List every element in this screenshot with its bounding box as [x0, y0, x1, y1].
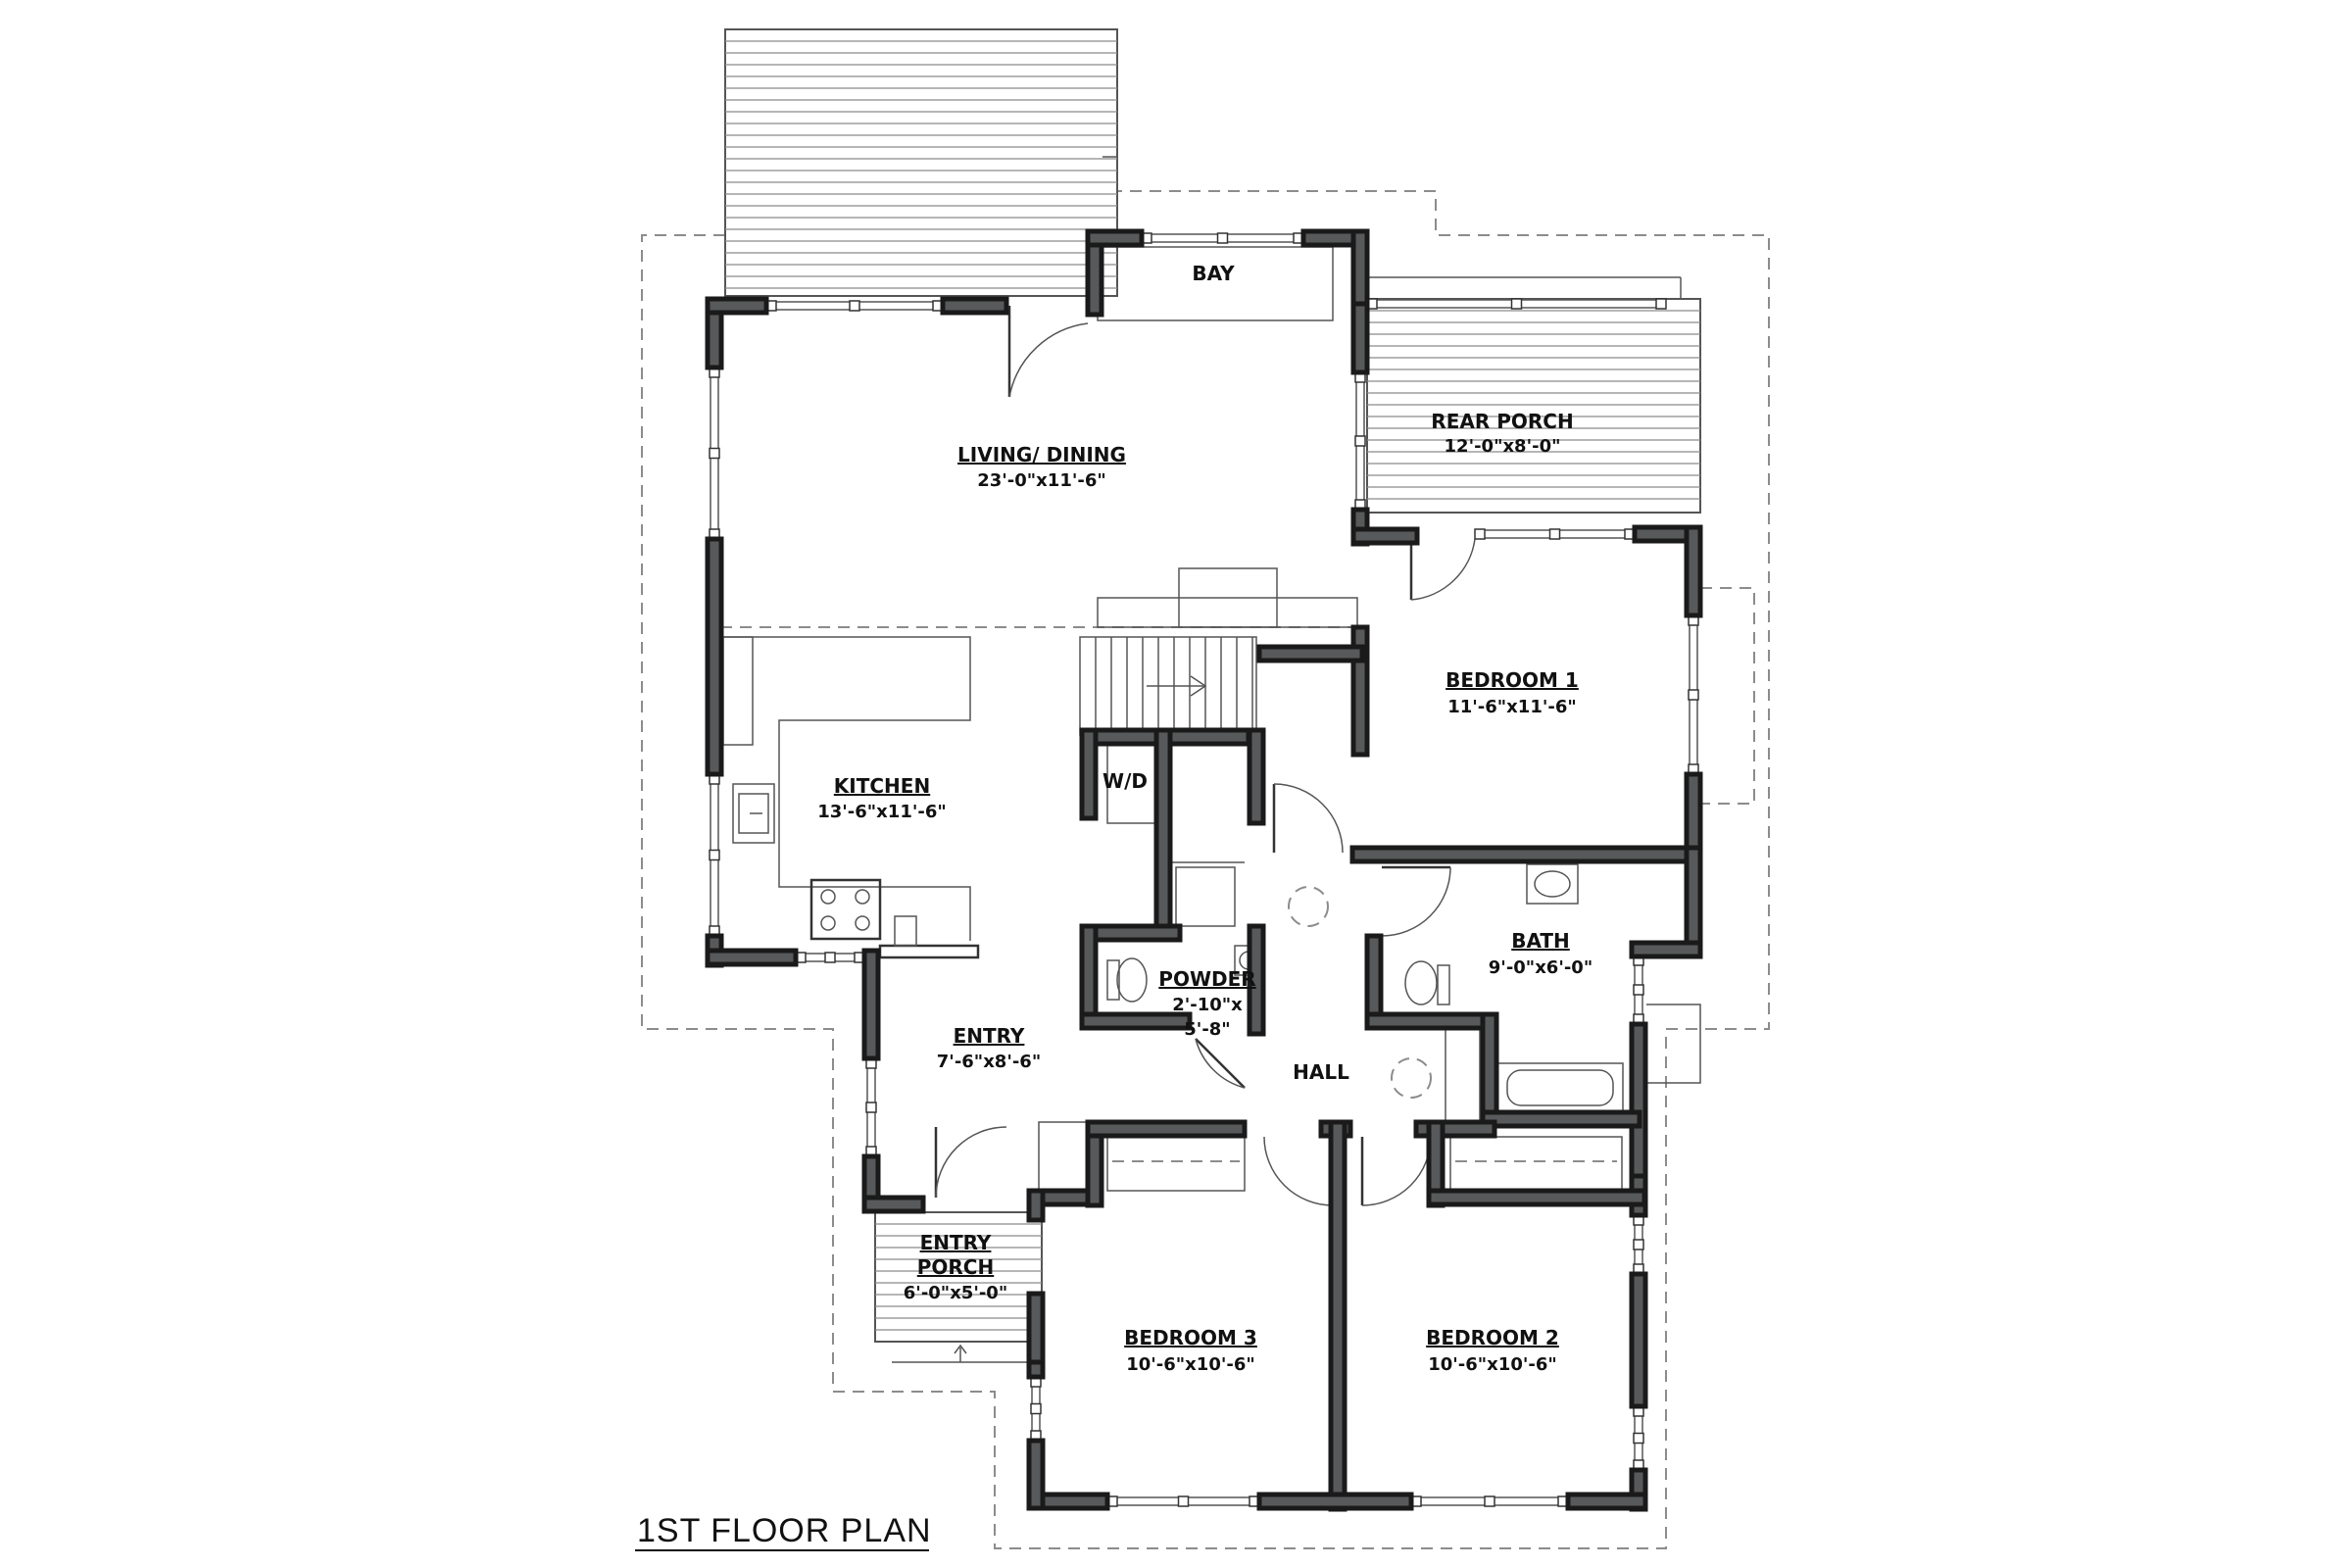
window-mullion — [1510, 298, 1523, 310]
walls — [705, 228, 1703, 1512]
label-living-dining: LIVING/ DINING — [957, 443, 1126, 466]
window-mullion — [1688, 689, 1699, 701]
entry-porch-deck — [874, 1211, 1043, 1363]
label-entry-porch-line1: ENTRY — [920, 1231, 992, 1254]
rear-porch-deck — [1366, 276, 1701, 514]
window-mullion — [1633, 984, 1644, 996]
upper-deck — [724, 28, 1118, 297]
dims-entry-porch: 6'-0"x5'-0" — [904, 1283, 1007, 1303]
label-entry: ENTRY — [954, 1024, 1025, 1048]
label-bedroom-3: BEDROOM 3 — [1124, 1326, 1257, 1349]
window-mullion — [1655, 298, 1667, 310]
label-hall: HALL — [1293, 1060, 1349, 1084]
dims-kitchen: 13'-6"x11'-6" — [817, 802, 946, 822]
window-mullion — [865, 1102, 877, 1113]
dims-bedroom-1: 11'-6"x11'-6" — [1447, 697, 1576, 717]
dims-bedroom-3: 10'-6"x10'-6" — [1126, 1354, 1254, 1375]
dims-powder-line1: 2'-10"x — [1172, 995, 1243, 1015]
room-labels: BAY REAR PORCH 12'-0"x8'-0" LIVING/ DINI… — [817, 262, 1592, 1375]
window-mullion — [1354, 435, 1366, 447]
window-mullion — [709, 447, 720, 460]
dims-rear-porch: 12'-0"x8'-0" — [1445, 436, 1561, 457]
window-mullion — [1177, 1495, 1190, 1507]
window-mullion — [1030, 1402, 1042, 1415]
plan-title: 1ST FLOOR PLAN — [637, 1512, 932, 1549]
window-mullion — [849, 300, 860, 312]
window-mullion — [1484, 1495, 1495, 1507]
label-entry-porch-line2: PORCH — [917, 1255, 994, 1279]
window-mullion — [824, 952, 836, 963]
dims-powder-line2: 5'-8" — [1184, 1019, 1230, 1040]
window-mullion — [1548, 528, 1561, 540]
label-bedroom-2: BEDROOM 2 — [1426, 1326, 1559, 1349]
dims-bath: 9'-0"x6'-0" — [1489, 957, 1592, 978]
label-kitchen: KITCHEN — [834, 774, 930, 798]
interior-fixtures — [720, 156, 1755, 1362]
window-mullion — [1633, 1239, 1644, 1250]
roof-overhang-outline — [641, 157, 1770, 1549]
label-bath: BATH — [1511, 929, 1570, 953]
label-wd: W/D — [1102, 769, 1148, 793]
dims-bedroom-2: 10'-6"x10'-6" — [1428, 1354, 1556, 1375]
window-mullion — [1216, 232, 1229, 244]
label-bedroom-1: BEDROOM 1 — [1446, 668, 1579, 692]
label-powder: POWDER — [1158, 967, 1255, 991]
window-mullion — [709, 849, 720, 861]
window-mullion — [1633, 1432, 1644, 1445]
dims-entry: 7'-6"x8'-6" — [937, 1052, 1041, 1072]
window-mullion — [1474, 528, 1486, 540]
label-bay: BAY — [1192, 262, 1235, 285]
dims-living-dining: 23'-0"x11'-6" — [977, 470, 1105, 491]
label-rear-porch: REAR PORCH — [1431, 410, 1573, 433]
plan-title-group: 1ST FLOOR PLAN — [635, 1512, 932, 1551]
